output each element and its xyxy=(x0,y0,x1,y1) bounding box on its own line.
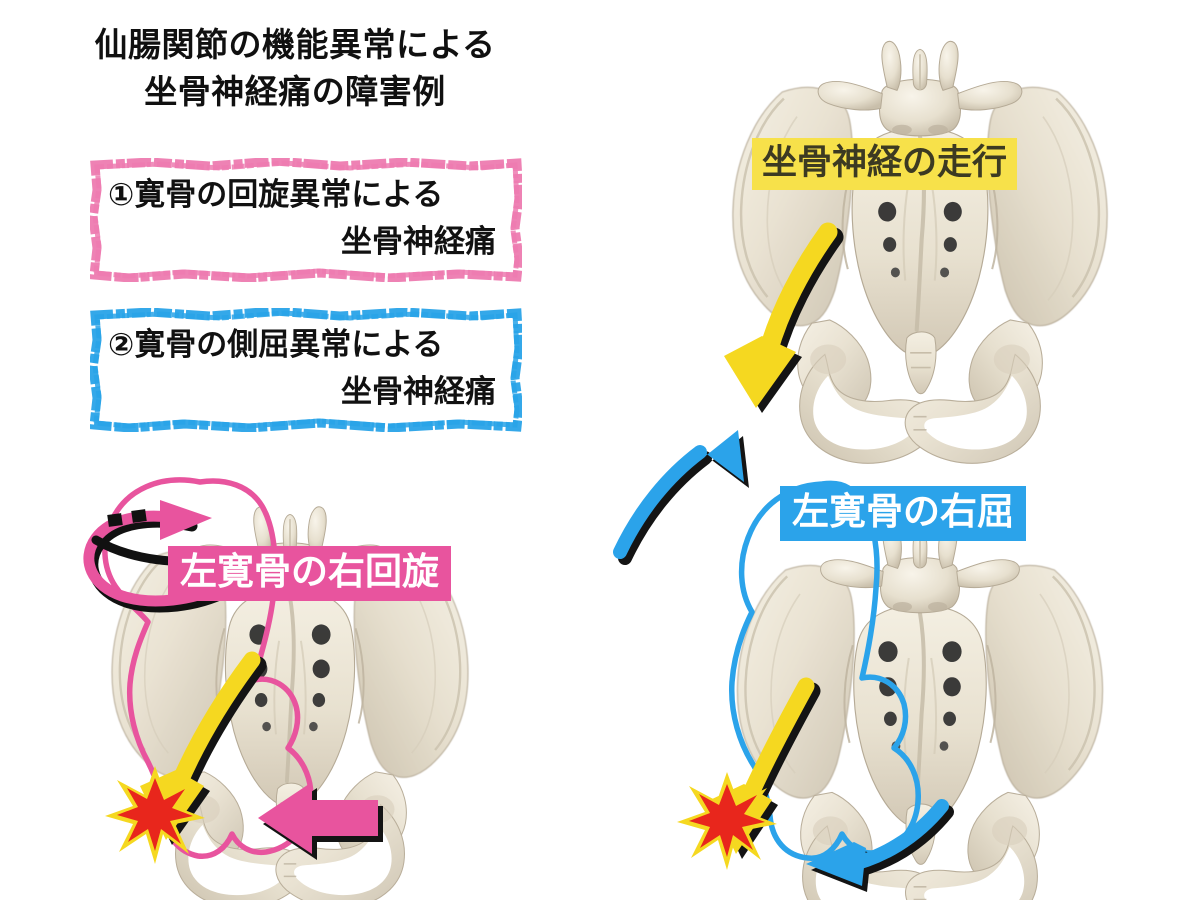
blue-rough-border xyxy=(90,308,522,432)
label-right-rotation: 左寛骨の右回旋 xyxy=(168,546,451,601)
blue-curved-arrow-up xyxy=(613,430,749,565)
callout-text-lateral-flexion: ②寛骨の側屈異常による 坐骨神経痛 xyxy=(90,308,522,432)
red-pain-starburst xyxy=(105,766,205,864)
callout-line-1: ②寛骨の側屈異常による xyxy=(108,327,444,362)
callout-line-2: 坐骨神経痛 xyxy=(341,223,496,259)
pink-block-arrow-left xyxy=(258,782,383,860)
pink-rough-border xyxy=(90,158,522,282)
page-title: 仙腸関節の機能異常による 坐骨神経痛の障害例 xyxy=(94,26,496,110)
label-sciatic-nerve-path: 坐骨神経の走行 xyxy=(752,138,1018,190)
callout-text-rotation: ①寛骨の回旋異常による 坐骨神経痛 xyxy=(90,158,522,282)
figure-pelvis-right-rotation xyxy=(83,477,468,900)
red-pain-starburst xyxy=(677,772,777,870)
blue-curved-arrow-down xyxy=(806,799,954,892)
callout-line-1: ①寛骨の回旋異常による xyxy=(108,177,444,212)
figure-pelvis-lateral-flexion xyxy=(613,430,1103,900)
callout-box-rotation: ①寛骨の回旋異常による 坐骨神経痛 xyxy=(90,158,522,282)
yellow-sciatic-arrow xyxy=(724,222,844,413)
callout-box-lateral-flexion: ②寛骨の側屈異常による 坐骨神経痛 xyxy=(90,308,522,432)
callout-line-2: 坐骨神経痛 xyxy=(341,373,496,409)
label-right-lateral-flexion: 左寛骨の右屈 xyxy=(780,486,1026,541)
figure-pelvis-sciatic-nerve-path xyxy=(724,41,1107,463)
